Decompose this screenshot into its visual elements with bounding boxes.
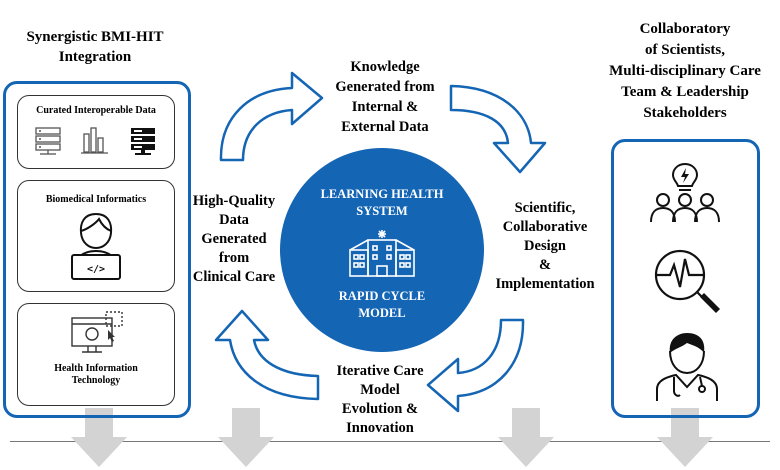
down-arrow (657, 408, 713, 467)
programmer-laptop-icon: </> (71, 212, 121, 280)
label-scientific-design: Scientific, Collaborative Design & Imple… (495, 200, 595, 292)
down-arrow (498, 408, 554, 467)
label-high-quality-data: High-Quality Data Generated from Clinica… (192, 193, 276, 285)
team-idea-icon (650, 162, 720, 223)
right-panel (611, 139, 760, 418)
health-it-box: Health Information Technology (17, 303, 175, 406)
right-header: Collaboratory of Scientists, Multi-disci… (609, 21, 761, 121)
database-server-icon (35, 127, 61, 155)
arrow-top-right (449, 84, 547, 174)
center-title: LEARNING HEALTH SYSTEM (320, 187, 444, 218)
left-header: Synergistic BMI-HIT Integration (26, 29, 164, 65)
center-subtitle: RAPID CYCLE MODEL (338, 289, 426, 320)
heartbeat-magnifier-icon (654, 249, 720, 313)
curated-data-box: Curated Interoperable Data (17, 95, 175, 169)
down-arrow (218, 408, 274, 467)
biomedical-informatics-box: Biomedical Informatics </> (17, 180, 175, 292)
learning-health-system-circle: LEARNING HEALTH SYSTEM RAPID CYCLE MODEL (280, 148, 484, 352)
arrow-top-left (219, 71, 324, 162)
down-arrow (71, 408, 127, 467)
arrow-bottom-left (214, 309, 320, 401)
box-title: Biomedical Informatics (45, 194, 147, 205)
computer-monitor-icon (71, 311, 123, 353)
box-title: Health Information Technology (54, 363, 138, 386)
arrow-bottom-right (426, 318, 525, 413)
doctor-icon (656, 333, 718, 401)
bar-chart-icon (81, 127, 108, 154)
label-iterative-care: Iterative Care Model Evolution & Innovat… (336, 363, 424, 436)
svg-text:</>: </> (87, 264, 105, 275)
box-title: Curated Interoperable Data (36, 105, 156, 116)
left-panel: Curated Interoperable Data Biomedical In… (3, 81, 191, 418)
server-rack-icon (131, 128, 155, 155)
label-knowledge: Knowledge Generated from Internal & Exte… (335, 59, 435, 135)
baseline (10, 441, 770, 442)
hospital-icon (349, 230, 415, 277)
